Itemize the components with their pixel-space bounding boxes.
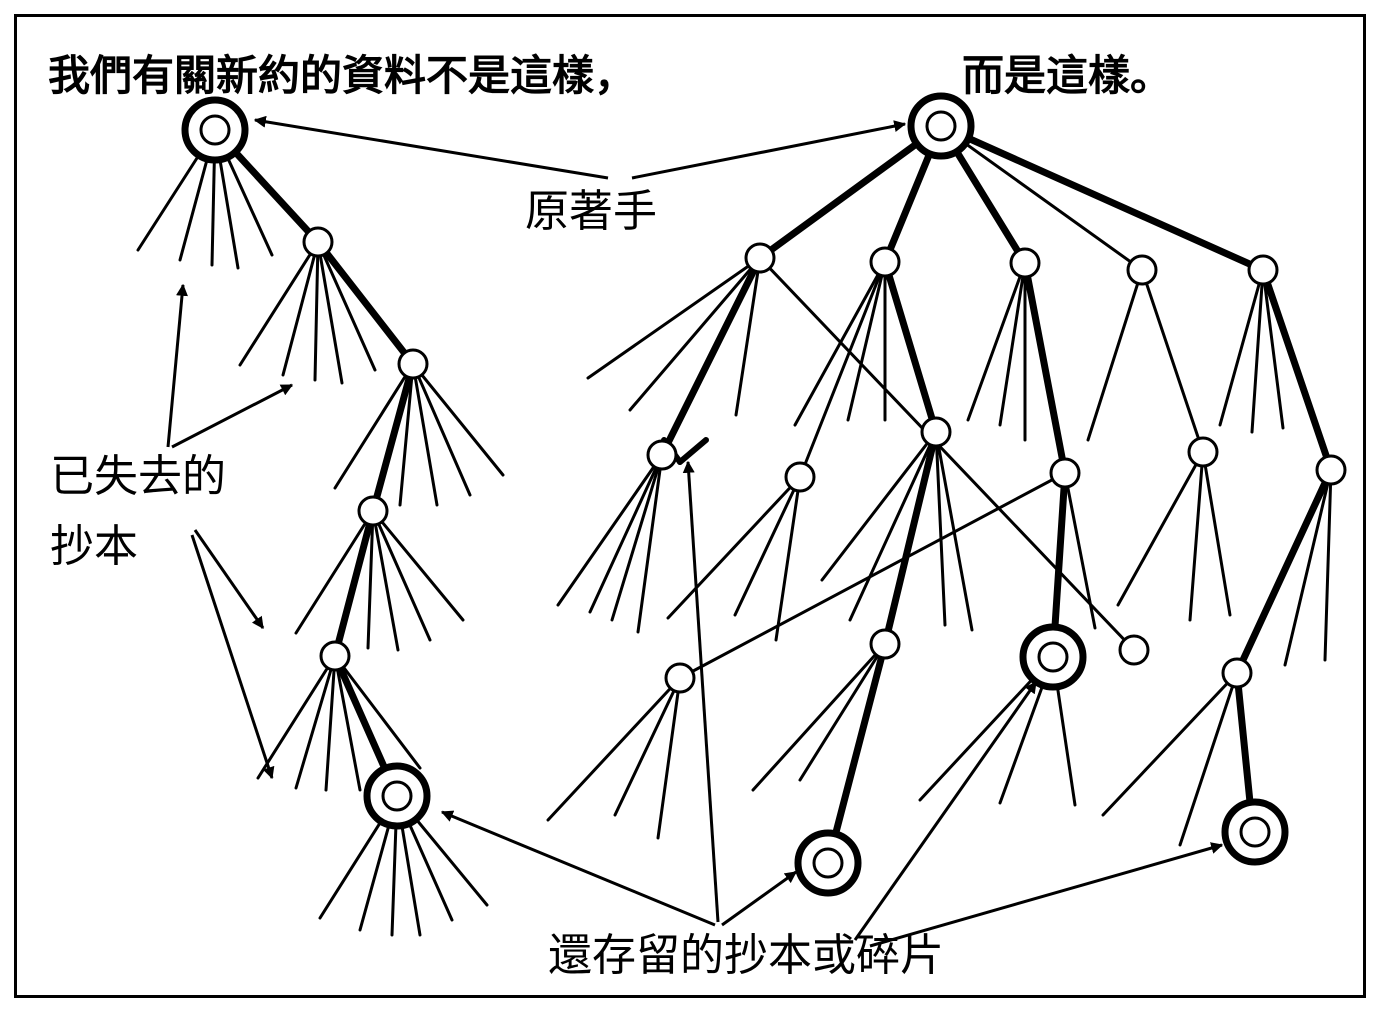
right-lost-node <box>1221 657 1253 689</box>
left-node3-fan <box>333 362 505 507</box>
right-nodeB3-fan <box>751 642 887 792</box>
right-nodeE2-fan <box>1101 671 1239 847</box>
right-surviving-node <box>812 847 844 879</box>
right-lost-node <box>1315 454 1347 486</box>
surviving-label: 還存留的抄本或碎片 <box>548 930 944 981</box>
arrow-surv-left <box>440 810 716 927</box>
right-nodeA1-fan <box>556 453 674 634</box>
left-node4-fan <box>294 509 465 652</box>
right-lost-node <box>1187 436 1219 468</box>
right-nodeB-fan <box>793 260 887 479</box>
left-title: 我們有關新約的資料不是這樣， <box>48 51 637 100</box>
left-main-chain <box>211 126 417 800</box>
arrow-surv-mid <box>853 681 1038 941</box>
left-linear-tree <box>136 126 505 937</box>
left-lost-node <box>397 348 429 380</box>
right-lost-node <box>646 439 678 471</box>
left-node5-fan <box>256 654 422 792</box>
arrow-lost-right <box>171 383 294 449</box>
right-lost-node <box>869 246 901 278</box>
right-surviving-node <box>1037 641 1069 673</box>
pointer-arrows <box>166 115 1224 948</box>
right-lost-node <box>1126 254 1158 286</box>
arrow-surv-bottom <box>721 870 797 927</box>
arrow-to-left-original <box>253 115 609 180</box>
right-nodeD1-fan <box>1116 450 1232 622</box>
right-nodes <box>646 92 1347 897</box>
lost-label-line1: 已失去的 <box>50 451 226 502</box>
left-lost-node <box>319 640 351 672</box>
left-nodes <box>181 96 431 830</box>
arrow-lost-down2 <box>190 534 275 780</box>
arrow-lost-up <box>166 283 188 448</box>
right-nodeX-fan <box>546 676 682 840</box>
right-lost-node <box>1009 247 1041 279</box>
right-nodeD-fan <box>1086 268 1205 454</box>
arrow-lost-down1 <box>193 529 265 629</box>
left-surviving-node <box>381 780 413 812</box>
left-node2-fan <box>238 240 377 385</box>
right-original-node <box>925 110 957 142</box>
right-nodeA-fan <box>586 256 1136 652</box>
right-branching-tree <box>546 122 1335 867</box>
right-nodeC1-fan <box>678 471 1097 680</box>
original-label: 原著手 <box>525 186 657 237</box>
right-title: 而是這樣。 <box>962 51 1173 100</box>
arrow-surv-up <box>682 460 720 923</box>
right-lost-node <box>869 628 901 660</box>
right-lost-node <box>1247 254 1279 286</box>
right-nodeE-fan <box>1218 268 1285 434</box>
right-surviving-node <box>1239 816 1271 848</box>
right-root-edges <box>756 122 1267 274</box>
right-lost-node <box>1118 634 1150 666</box>
right-lost-node <box>744 242 776 274</box>
right-nodeE1-fan <box>1283 468 1333 667</box>
arrow-surv-right <box>869 842 1224 948</box>
right-lost-node <box>664 662 696 694</box>
left-original-node <box>199 114 231 146</box>
right-lost-node <box>1049 457 1081 489</box>
right-lost-node <box>784 461 816 493</box>
right-lost-node <box>920 416 952 448</box>
right-nodeB1-fan <box>666 475 802 642</box>
arrow-to-right-original <box>631 120 907 180</box>
lost-label-line2: 抄本 <box>50 521 138 572</box>
left-lost-node <box>357 495 389 527</box>
right-nodeC-fan <box>966 261 1027 442</box>
left-lost-node <box>302 226 334 258</box>
